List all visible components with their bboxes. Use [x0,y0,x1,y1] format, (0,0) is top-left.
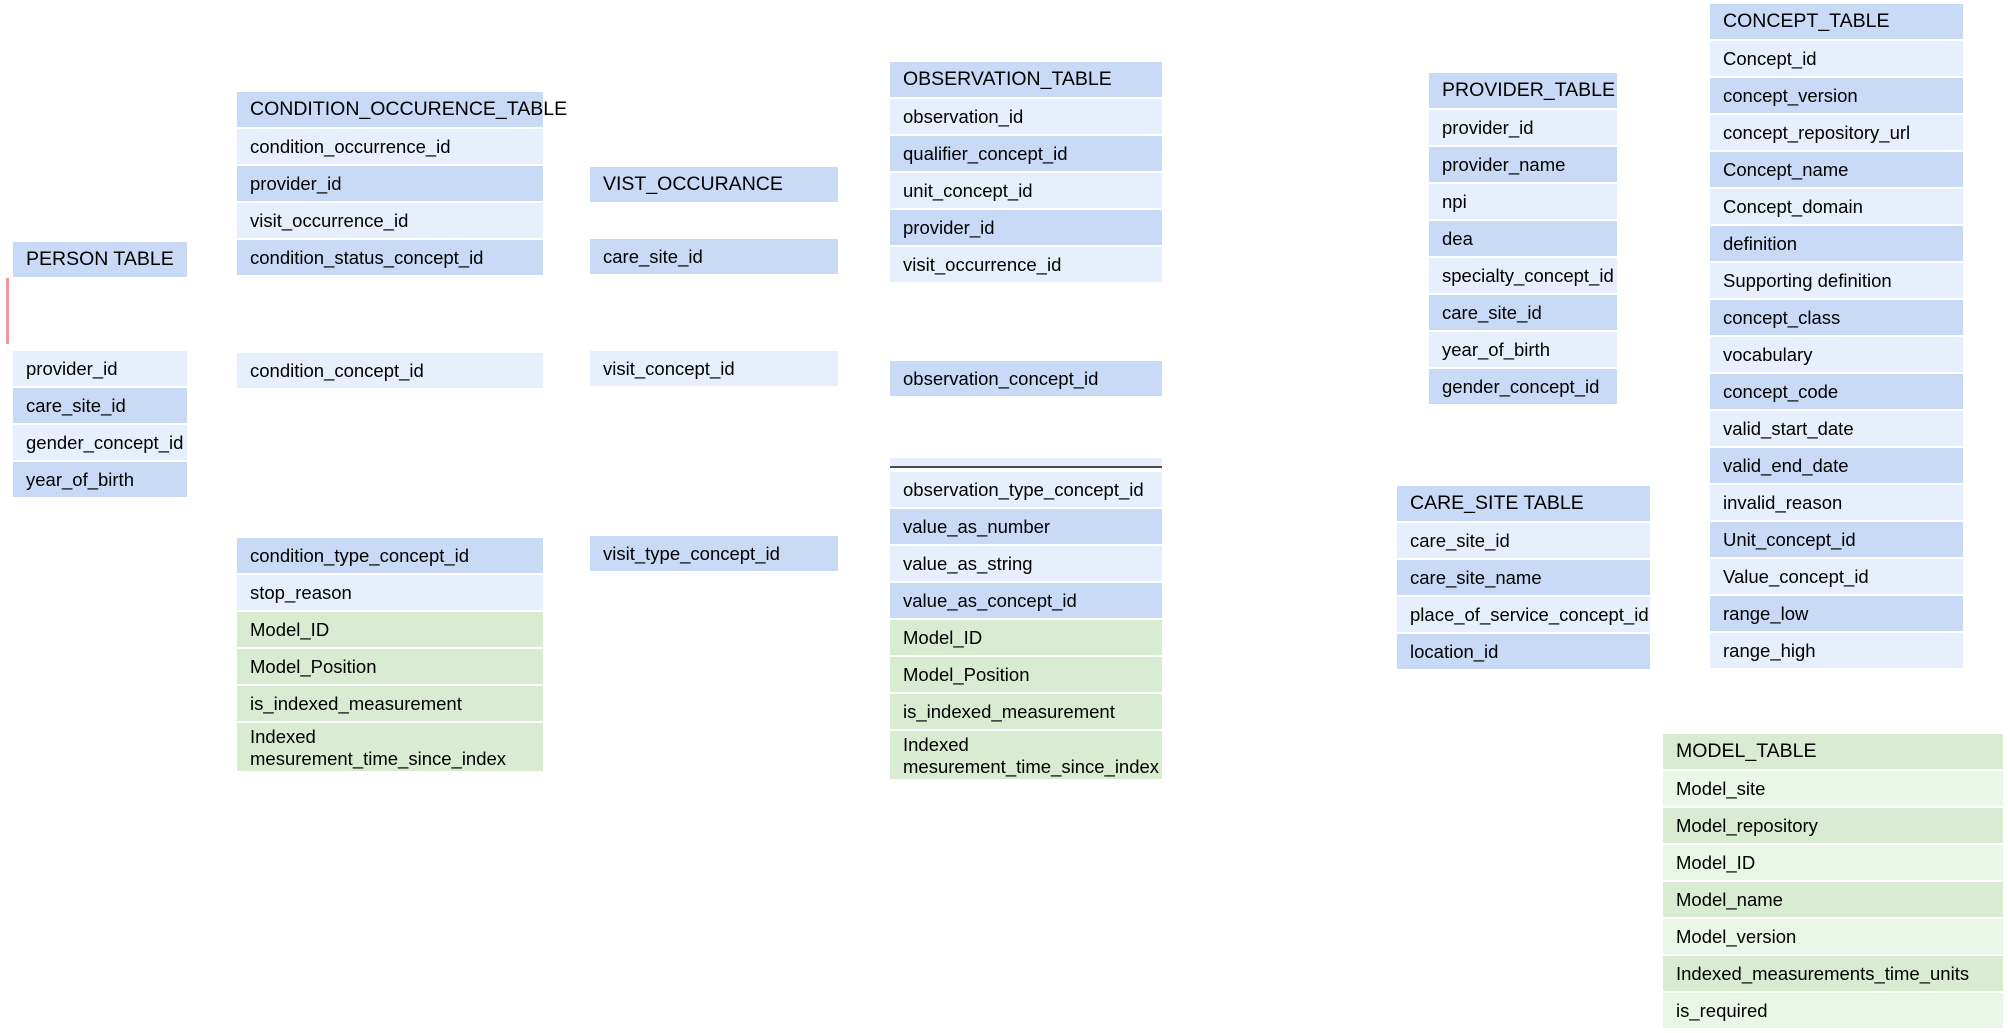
table-row: stop_reason [237,575,543,610]
table-row: visit_concept_id [590,351,838,386]
table-row: dea [1429,221,1617,256]
table-row: value_as_concept_id [890,583,1162,618]
table-row: Indexed_measurements_time_units [1663,956,2003,991]
table-row: unit_concept_id [890,173,1162,208]
table-row: Concept_id [1710,41,1963,76]
table-row: npi [1429,184,1617,219]
table-row: visit_type_concept_id [590,536,838,571]
table-row: provider_id [1429,110,1617,145]
table-row: Indexed mesurement_time_since_index [237,723,543,771]
table-row: concept_class [1710,300,1963,335]
table-provider: PROVIDER_TABLE provider_id provider_name… [1429,73,1617,406]
table-row: location_id [1397,634,1650,669]
table-row: is_indexed_measurement [890,694,1162,729]
table-row: invalid_reason [1710,485,1963,520]
table-row: condition_occurrence_id [237,129,543,164]
table-row: Concept_name [1710,152,1963,187]
table-row: care_site_id [1429,295,1617,330]
table-row: Model_name [1663,882,2003,917]
table-row: condition_type_concept_id [237,538,543,573]
table-header: CONDITION_OCCURENCE_TABLE [237,92,567,127]
table-row: value_as_number [890,509,1162,544]
table-row: observation_concept_id [890,361,1162,396]
table-row: concept_code [1710,374,1963,409]
table-row: Model_Position [237,649,543,684]
row-divider [890,458,1162,468]
table-header: CARE_SITE TABLE [1397,486,1650,521]
table-row: concept_repository_url [1710,115,1963,150]
table-row: gender_concept_id [13,425,187,460]
table-row: provider_id [890,210,1162,245]
table-row: valid_end_date [1710,448,1963,483]
table-row: place_of_service_concept_id [1397,597,1650,632]
table-care-site: CARE_SITE TABLE care_site_id care_site_n… [1397,486,1650,671]
table-row: Model_ID [237,612,543,647]
table-row: vocabulary [1710,337,1963,372]
table-row: concept_version [1710,78,1963,113]
table-row: specialty_concept_id [1429,258,1617,293]
table-row: range_low [1710,596,1963,631]
table-row: valid_start_date [1710,411,1963,446]
table-header: PROVIDER_TABLE [1429,73,1617,108]
table-row: Model_version [1663,919,2003,954]
table-row: Supporting definition [1710,263,1963,298]
table-row: Model_Position [890,657,1162,692]
table-vist-occurance: VIST_OCCURANCE care_site_id visit_concep… [590,167,838,573]
table-row: Model_ID [1663,845,2003,880]
table-row: year_of_birth [13,462,187,497]
table-condition-occurence: CONDITION_OCCURENCE_TABLE condition_occu… [237,92,567,773]
table-row: care_site_id [590,239,838,274]
table-row: Value_concept_id [1710,559,1963,594]
table-row: provider_id [13,351,187,386]
table-row: observation_id [890,99,1162,134]
table-row: Model_site [1663,771,2003,806]
table-row: care_site_id [1397,523,1650,558]
table-header: PERSON TABLE [13,242,187,277]
table-row: range_high [1710,633,1963,668]
table-row: year_of_birth [1429,332,1617,367]
relation-line [6,278,9,344]
table-row: care_site_id [13,388,187,423]
table-row: Unit_concept_id [1710,522,1963,557]
table-row: qualifier_concept_id [890,136,1162,171]
table-row: Model_ID [890,620,1162,655]
table-header: MODEL_TABLE [1663,734,2003,769]
table-row: condition_status_concept_id [237,240,543,275]
table-row: observation_type_concept_id [890,472,1162,507]
table-row: visit_occurrence_id [890,247,1162,282]
table-row: provider_name [1429,147,1617,182]
table-row: condition_concept_id [237,353,543,388]
table-row: Model_repository [1663,808,2003,843]
table-row: provider_id [237,166,543,201]
table-person: PERSON TABLE provider_id care_site_id ge… [13,242,187,499]
table-observation: OBSERVATION_TABLE observation_id qualifi… [890,62,1162,781]
table-header: OBSERVATION_TABLE [890,62,1162,97]
table-row: definition [1710,226,1963,261]
table-model: MODEL_TABLE Model_site Model_repository … [1663,734,2003,1030]
table-row: value_as_string [890,546,1162,581]
table-row: visit_occurrence_id [237,203,543,238]
table-row: is_indexed_measurement [237,686,543,721]
table-row: is_required [1663,993,2003,1028]
table-row: gender_concept_id [1429,369,1617,404]
table-row: Concept_domain [1710,189,1963,224]
table-header: CONCEPT_TABLE [1710,4,1963,39]
table-row: Indexed mesurement_time_since_index [890,731,1162,779]
table-header: VIST_OCCURANCE [590,167,838,202]
table-concept: CONCEPT_TABLE Concept_id concept_version… [1710,4,1963,670]
table-row: care_site_name [1397,560,1650,595]
